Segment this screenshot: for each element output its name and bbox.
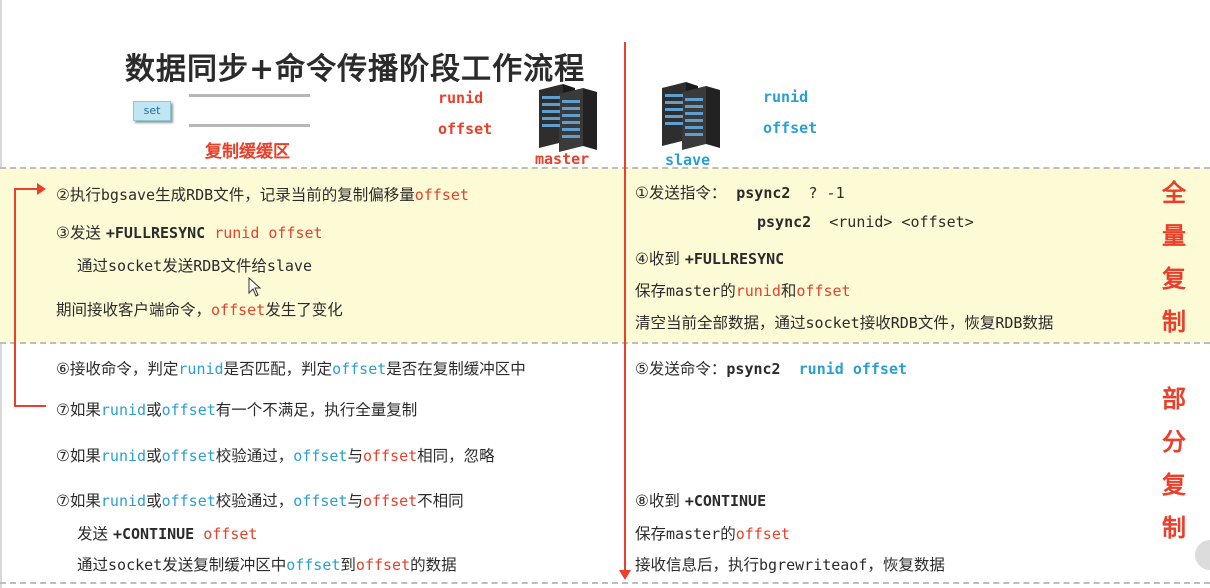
full-sync-side-label: 全 量 复 制 [1162,179,1186,336]
master-send-continue: 发送 +CONTINUE offset [77,525,258,543]
slave-step-5: ⑤发送命令：psync2 runid offset [635,360,908,378]
cursor-icon [248,276,262,301]
partial-sync-side-label: 部 分 复 制 [1162,385,1186,542]
center-divider-arrow [624,42,626,574]
server-rack-icon [658,78,724,154]
buffer-line-top [189,94,310,97]
master-name-label: master [535,150,590,168]
slave-step-4: ④收到 +FULLRESYNC [635,250,785,268]
master-step-7-partial: ⑦如果runid或offset校验通过，offset与offset不相同 [56,492,464,510]
master-step-3-detail: 通过socket发送RDB文件给slave [77,257,312,275]
slave-load-rdb: 清空当前全部数据，通过socket接收RDB文件，恢复RDB数据 [635,314,1054,332]
buffer-line-bottom [189,124,310,127]
fallback-bracket-bottom [14,405,46,407]
slave-restore-data: 接收信息后，执行bgrewriteaof，恢复数据 [635,556,945,574]
slave-save-master-info: 保存master的runid和offset [635,282,851,300]
slave-offset-label: offset [763,119,818,137]
corner-overlay-circle [1195,540,1210,570]
master-step-7-ignore: ⑦如果runid或offset校验通过，offset与offset相同，忽略 [56,447,495,465]
master-step-6: ⑥接收命令，判定runid是否匹配，判定offset是否在复制缓冲区中 [56,360,526,378]
set-command-box: set [133,101,171,121]
slave-step-1: ①发送指令： psync2 ? -1 [635,184,845,202]
master-step-2: ②执行bgsave生成RDB文件，记录当前的复制偏移量offset [56,186,469,204]
master-send-buffer-data: 通过socket发送复制缓冲区中offset到offset的数据 [77,556,457,574]
master-runid-label: runid [438,89,484,107]
slave-runid-label: runid [763,88,809,106]
fallback-bracket-line [14,188,16,407]
master-step-3: ③发送 +FULLRESYNC runid offset [56,224,323,242]
server-rack-icon [535,80,601,156]
master-offset-label: offset [438,120,493,138]
page-bottom-divider [0,582,1210,584]
center-arrowhead [619,570,631,580]
fallback-arrowhead [37,183,46,195]
slave-step-1-alt: psync2 <runid> <offset> [757,213,974,231]
page-title: 数据同步+命令传播阶段工作流程 [125,52,586,87]
buffer-label: 复制缓缓区 [205,142,290,162]
master-step-7-full: ⑦如果runid或offset有一个不满足，执行全量复制 [56,401,418,419]
full-sync-band [0,168,1210,343]
band-top-divider [0,167,1210,169]
slave-step-8: ⑧收到 +CONTINUE [635,492,767,510]
slave-save-offset: 保存master的offset [635,525,790,543]
slave-name-label: slave [665,151,711,169]
fallback-bracket-top [14,188,40,190]
band-bottom-divider [0,342,1210,344]
master-offset-change-note: 期间接收客户端命令，offset发生了变化 [56,301,343,319]
